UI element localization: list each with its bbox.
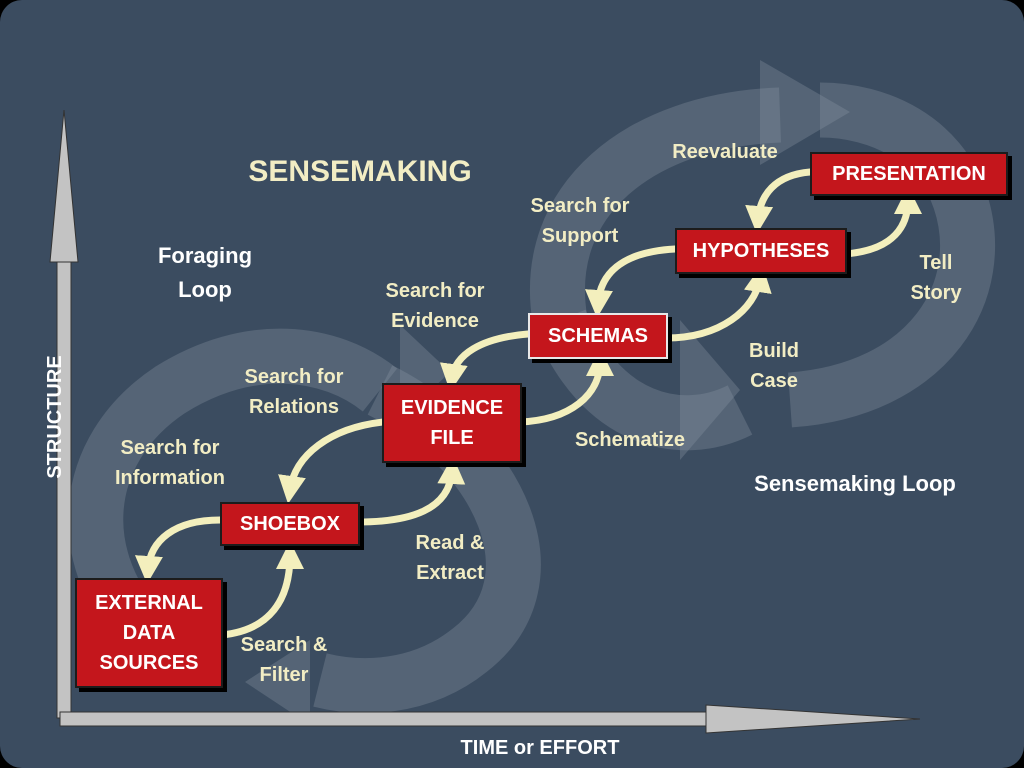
edge-label-tell-story: Tell Story xyxy=(910,252,962,304)
arrow-hypotheses-to-presentation xyxy=(841,186,922,258)
sensemaking-loop-label: Sensemaking Loop xyxy=(754,471,956,496)
node-evidence-file-label: EVIDENCE FILE xyxy=(400,397,504,449)
edge-label-search-evidence: Search for Evidence xyxy=(385,280,485,332)
node-external-data-sources[interactable]: EXTERNAL DATA SOURCES xyxy=(75,578,223,688)
foraging-loop-label: Foraging Loop xyxy=(157,243,253,302)
edge-label-schematize: Schematize xyxy=(574,429,686,451)
x-axis-label: TIME or EFFORT xyxy=(460,737,620,759)
axes xyxy=(49,109,921,734)
edge-label-search-filter: Search & Filter xyxy=(240,634,328,686)
sensemaking-loop-arrowhead xyxy=(760,60,850,165)
node-evidence-file[interactable]: EVIDENCE FILE xyxy=(382,383,522,463)
node-external-data-sources-label: EXTERNAL DATA SOURCES xyxy=(95,592,203,674)
node-presentation[interactable]: PRESENTATION xyxy=(810,152,1008,196)
arrow-presentation-to-hypotheses xyxy=(745,168,814,234)
y-axis-arrowhead xyxy=(49,109,79,263)
node-shoebox-label: SHOEBOX xyxy=(239,513,341,535)
node-schemas[interactable]: SCHEMAS xyxy=(528,313,668,359)
arrow-hypotheses-to-schemas xyxy=(585,245,679,318)
node-hypotheses-label: HYPOTHESES xyxy=(692,240,830,262)
edge-label-read-extract: Read & Extract xyxy=(415,532,485,584)
arrow-shoebox-to-evidence xyxy=(354,456,466,526)
edge-label-search-support: Search for Support xyxy=(530,195,630,247)
sensemaking-loop-arrowhead-lower xyxy=(680,320,740,460)
node-hypotheses[interactable]: HYPOTHESES xyxy=(675,228,847,274)
node-shoebox[interactable]: SHOEBOX xyxy=(220,502,360,546)
arrow-schemas-to-evidence xyxy=(439,330,532,392)
foraging-loop-arrowhead xyxy=(245,640,310,725)
arrow-evidence-to-shoebox xyxy=(278,418,387,504)
diagram-title: SENSEMAKING xyxy=(248,155,472,188)
arrow-shoebox-to-external xyxy=(134,516,224,584)
arrow-external-to-shoebox xyxy=(218,541,304,639)
edge-label-build-case: Build Case xyxy=(749,340,799,392)
arrow-evidence-to-schemas xyxy=(516,348,614,426)
x-axis-arrowhead xyxy=(705,704,921,734)
node-schemas-label: SCHEMAS xyxy=(547,325,648,347)
edge-label-search-information: Search for Information xyxy=(115,437,225,489)
node-presentation-label: PRESENTATION xyxy=(832,163,986,185)
edge-label-search-relations: Search for Relations xyxy=(244,366,344,418)
arrow-schemas-to-hypotheses xyxy=(662,264,772,342)
edge-label-reevaluate: Reevaluate xyxy=(672,141,778,163)
